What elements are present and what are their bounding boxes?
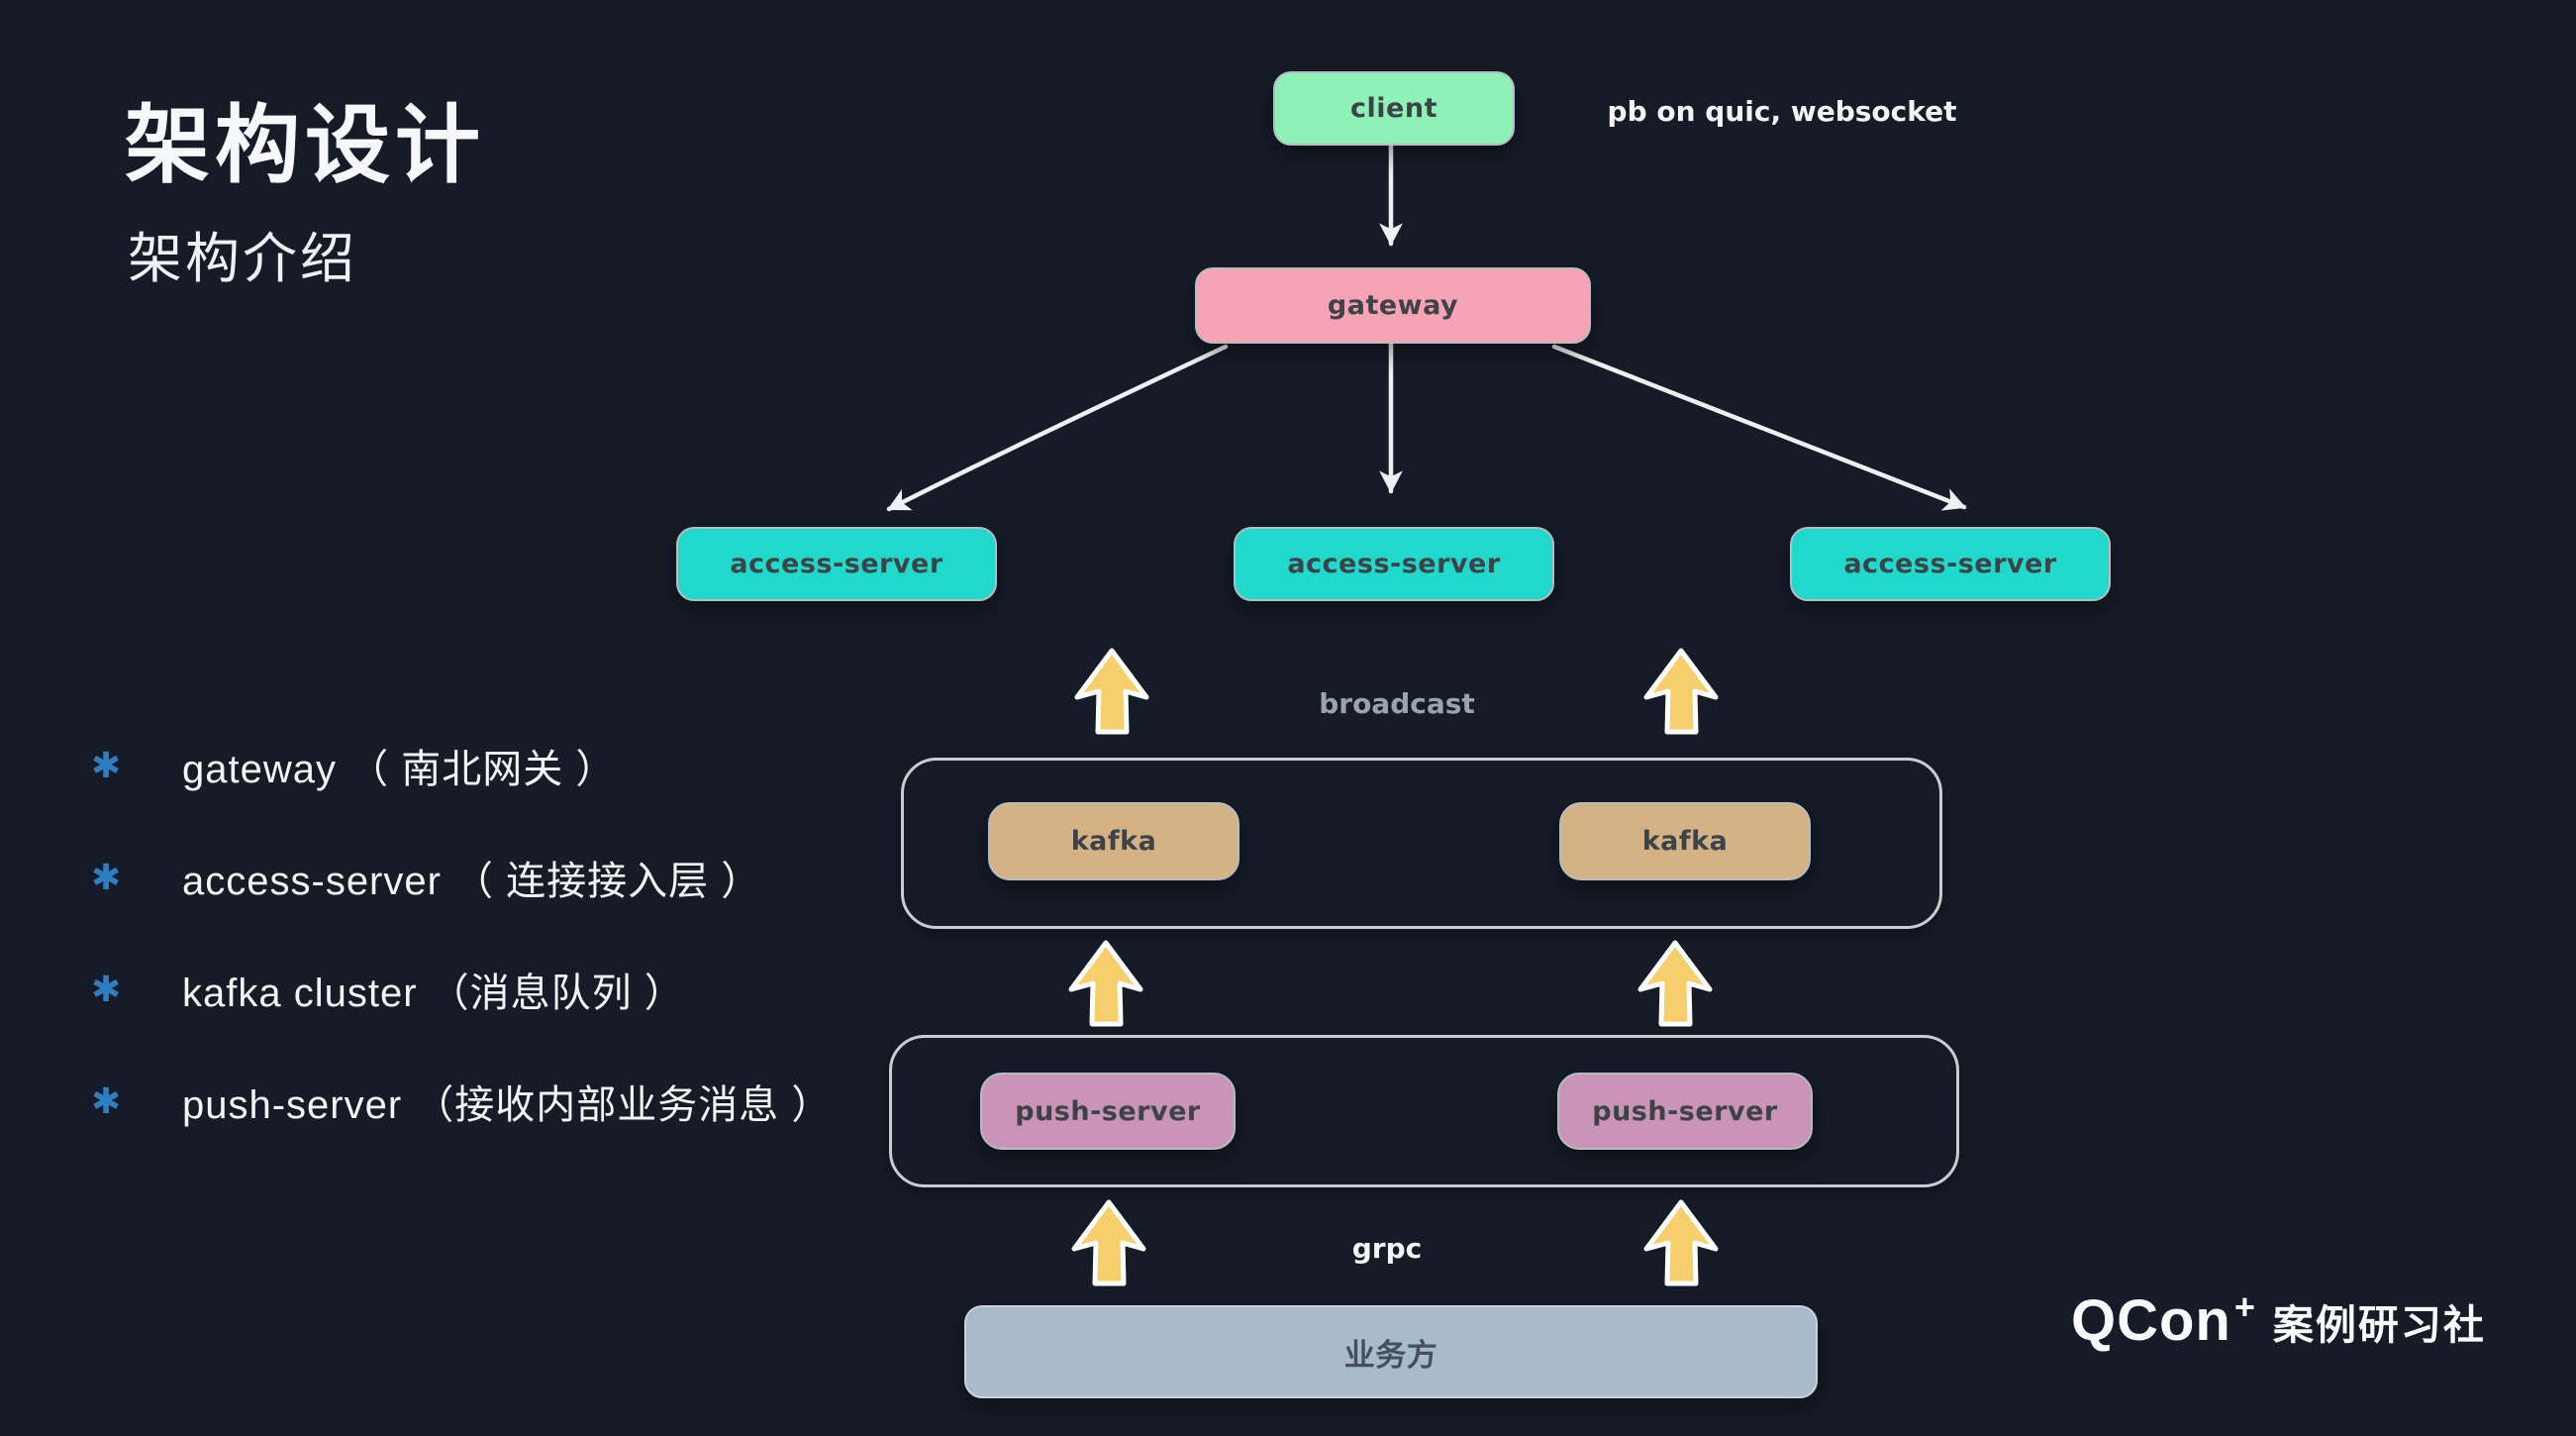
bullet-item-access-server: ✱ access-server （ 连接接入层 ） xyxy=(91,849,761,906)
bullet-text: kafka cluster （消息队列 ） xyxy=(182,972,685,1015)
page-subtitle: 架构介绍 xyxy=(128,228,358,289)
node-access-server-middle: access-server xyxy=(1234,527,1554,601)
asterisk-icon: ✱ xyxy=(91,969,122,1009)
node-kafka-left: kafka xyxy=(988,802,1239,880)
node-label: 业务方 xyxy=(1343,1337,1438,1374)
node-kafka-right: kafka xyxy=(1559,802,1811,880)
bullet-item-kafka-cluster: ✱ kafka cluster （消息队列 ） xyxy=(91,961,685,1018)
bullet-text: gateway （ 南北网关 ） xyxy=(182,748,617,791)
node-label: access-server xyxy=(1287,549,1501,579)
node-label: kafka xyxy=(1641,826,1729,857)
page-title: 架构设计 xyxy=(125,98,485,193)
up-arrow-icon xyxy=(1643,1199,1719,1286)
up-arrow-icon xyxy=(1068,940,1143,1027)
grpc-label: grpc xyxy=(1351,1232,1423,1265)
node-label: push-server xyxy=(1592,1095,1778,1127)
bullet-text: access-server （ 连接接入层 ） xyxy=(182,860,762,903)
edge-gateway-to-access-left xyxy=(886,344,1229,512)
bullet-item-push-server: ✱ push-server （接收内部业务消息 ） xyxy=(91,1073,832,1130)
bullet-item-gateway: ✱ gateway （ 南北网关 ） xyxy=(91,737,616,794)
logo-suffix-text: 案例研习社 xyxy=(2272,1301,2486,1348)
node-label: kafka xyxy=(1070,826,1157,857)
up-arrow-icon xyxy=(1637,940,1713,1027)
node-label: gateway xyxy=(1327,290,1459,321)
asterisk-icon: ✱ xyxy=(91,857,122,897)
node-push-server-right: push-server xyxy=(1557,1073,1813,1150)
logo-plus-icon: + xyxy=(2233,1285,2255,1327)
node-access-server-right: access-server xyxy=(1790,527,2111,601)
qcon-logo: QCon + 案例研习社 xyxy=(2071,1285,2486,1354)
up-arrow-icon xyxy=(1074,648,1149,735)
up-arrow-icon xyxy=(1071,1199,1146,1286)
node-label: access-server xyxy=(1843,549,2057,579)
node-client: client xyxy=(1273,71,1515,146)
node-access-server-left: access-server xyxy=(676,527,997,601)
node-label: client xyxy=(1350,93,1437,124)
push-server-cluster-outline xyxy=(889,1035,1959,1187)
broadcast-label: broadcast xyxy=(1319,687,1475,720)
protocol-label: pb on quic, websocket xyxy=(1607,95,1957,128)
up-arrow-icon xyxy=(1643,648,1719,735)
asterisk-icon: ✱ xyxy=(91,745,122,785)
asterisk-icon: ✱ xyxy=(91,1080,122,1121)
node-label: access-server xyxy=(730,549,943,579)
node-label: push-server xyxy=(1015,1095,1201,1127)
node-business-party: 业务方 xyxy=(964,1305,1818,1398)
node-push-server-left: push-server xyxy=(980,1073,1236,1150)
edge-gateway-to-access-right xyxy=(1551,344,1967,511)
logo-brand-text: QCon xyxy=(2071,1288,2231,1353)
kafka-cluster-outline xyxy=(901,758,1942,929)
node-gateway: gateway xyxy=(1195,267,1591,344)
bullet-text: push-server （接收内部业务消息 ） xyxy=(182,1083,833,1127)
